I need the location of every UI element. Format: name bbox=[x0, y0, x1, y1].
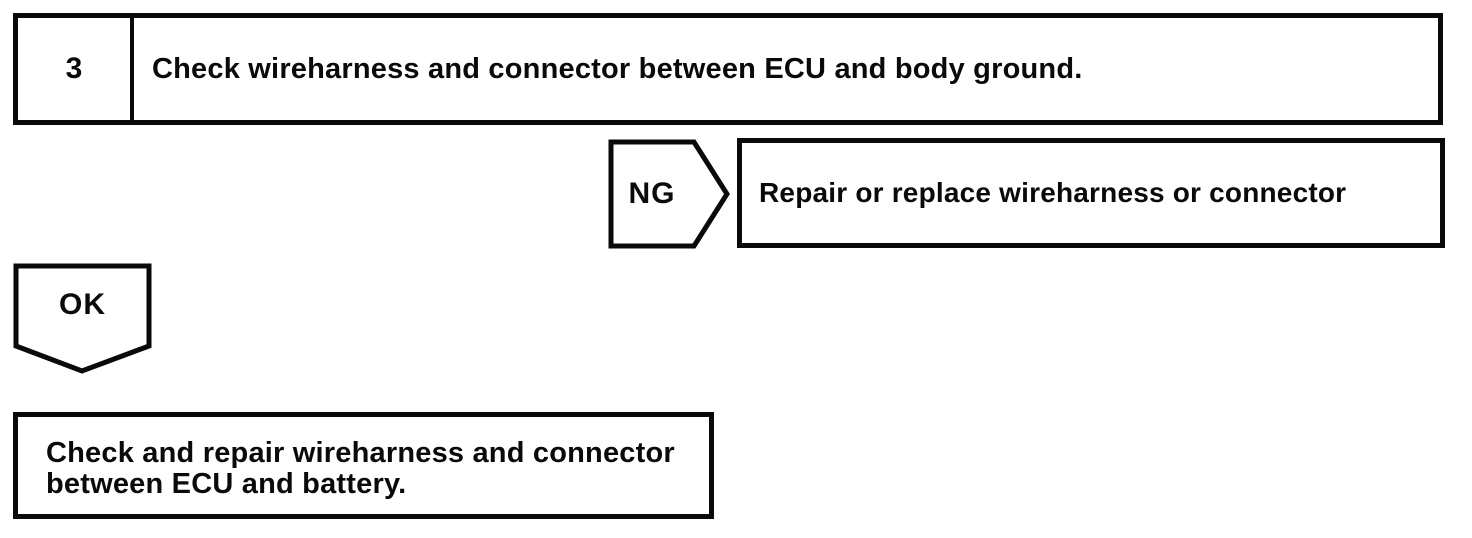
step-number: 3 bbox=[18, 18, 134, 120]
ok-label: OK bbox=[59, 288, 106, 321]
ng-arrow-shape bbox=[608, 139, 730, 249]
ok-action-line-1: Check and repair wireharness and connect… bbox=[46, 437, 675, 469]
ng-label: NG bbox=[628, 177, 676, 210]
ok-arrow-shape bbox=[13, 263, 152, 374]
ng-action-text: Repair or replace wireharness or connect… bbox=[759, 177, 1347, 208]
ok-action-line-2: between ECU and battery. bbox=[46, 468, 407, 500]
ok-action-box: Check and repair wireharness and connect… bbox=[13, 412, 714, 519]
ng-action-box: Repair or replace wireharness or connect… bbox=[737, 138, 1445, 248]
step-box: 3 Check wireharness and connector betwee… bbox=[13, 13, 1443, 125]
ng-connector: NG bbox=[608, 139, 730, 249]
step-instruction: Check wireharness and connector between … bbox=[152, 52, 1083, 85]
ok-connector: OK bbox=[13, 263, 152, 374]
